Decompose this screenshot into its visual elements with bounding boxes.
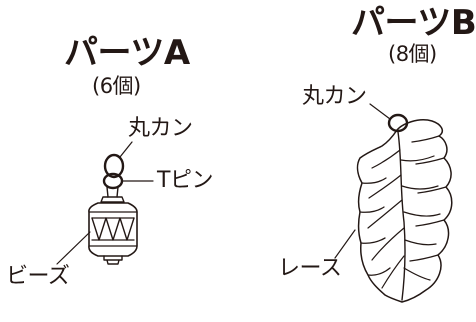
part-a-title: パーツA — [64, 33, 190, 73]
part-b-lace-center-vein — [397, 131, 406, 301]
part-a-jump-ring-label: 丸カン — [128, 116, 193, 141]
part-a-t-pin-neck — [106, 186, 119, 198]
part-b-count: (8個) — [388, 42, 437, 66]
part-a-bead-top-rim — [88, 211, 138, 219]
part-a-jump-ring — [103, 153, 125, 179]
part-b-lace-leader — [334, 229, 356, 259]
part-a-count: (6個) — [92, 74, 141, 98]
part-a-bead-top-cap — [100, 196, 125, 203]
part-b-jump-ring — [387, 113, 409, 133]
part-b-jump-ring-leader — [369, 103, 391, 120]
part-a-bead-bottom-cap — [103, 255, 123, 265]
part-a-bead-zigzag — [91, 217, 135, 241]
part-b-lace-inner-veins — [367, 149, 441, 289]
part-b-lace-label: レース — [278, 256, 342, 281]
part-a-t-pin-label: Tピン — [157, 168, 213, 193]
part-a-t-pin-loop — [102, 172, 124, 190]
part-b-illustration — [356, 113, 453, 303]
part-b-lace-outline — [356, 119, 453, 303]
part-a-bead-bottom-rim — [88, 239, 138, 247]
part-a-bead-leader — [56, 231, 91, 265]
part-b-title: パーツB — [351, 3, 476, 43]
part-a-jump-ring-leader — [119, 141, 133, 158]
part-b-jump-ring-label: 丸カン — [302, 84, 367, 109]
part-a-bead-label: ビーズ — [6, 264, 70, 289]
part-a-bead-body — [88, 202, 138, 257]
part-a-illustration — [88, 153, 138, 265]
part-b-lace-notches — [359, 135, 447, 276]
